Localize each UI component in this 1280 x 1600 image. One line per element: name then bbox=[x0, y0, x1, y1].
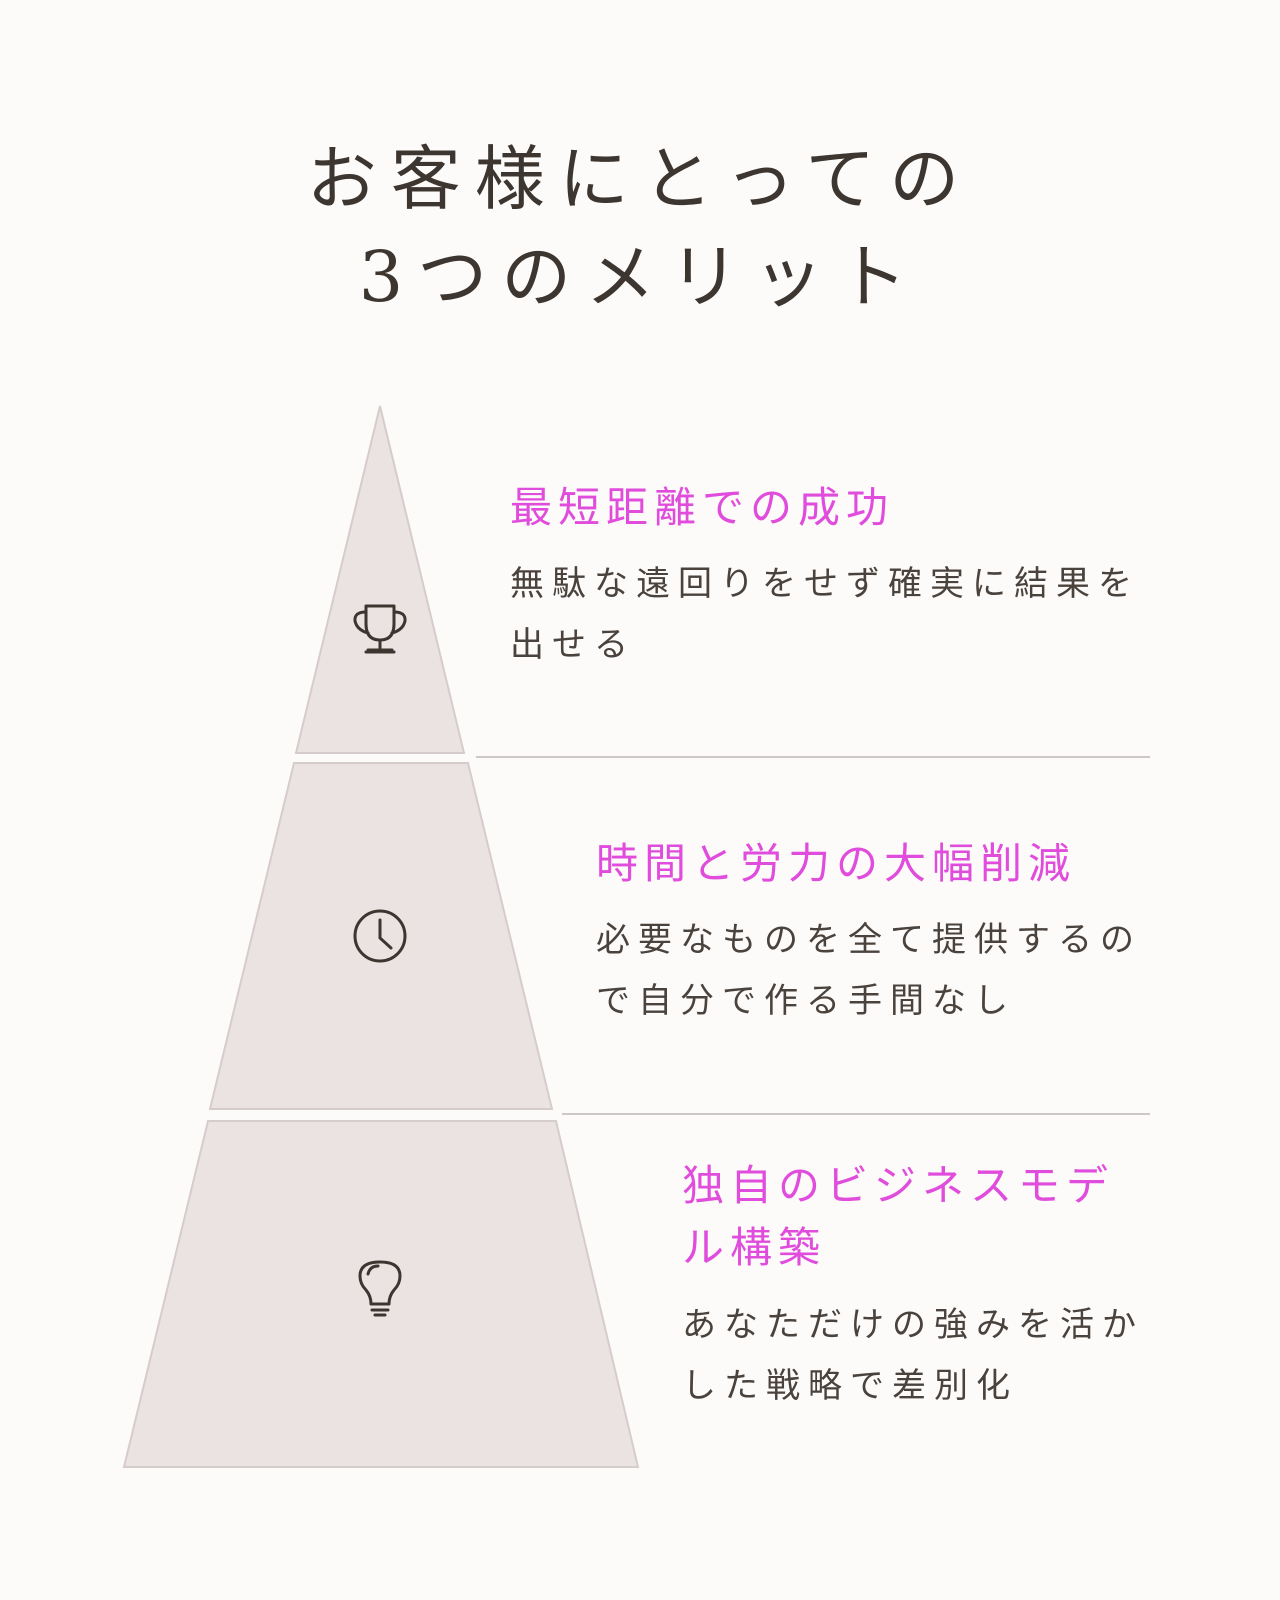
tier-3-title-line-1: 独自のビジネスモデ bbox=[682, 1161, 1115, 1210]
page-title-line-1: お客様にとっての bbox=[306, 138, 974, 220]
tier-3-desc-line-1: あなただけの強みを活か bbox=[682, 1305, 1144, 1345]
page-title-line-2: 3つのメリット bbox=[358, 236, 922, 318]
tier-1-desc-line-1: 無駄な遠回りをせず確実に結果を bbox=[510, 564, 1140, 604]
tier-1-desc-line-2: 出せる bbox=[510, 625, 636, 665]
pyramid-tier-1 bbox=[294, 405, 466, 754]
tier-1-title: 最短距離での成功 bbox=[510, 483, 895, 532]
trophy-icon bbox=[353, 604, 407, 654]
tier-3-title-line-2: ル構築 bbox=[682, 1223, 827, 1272]
tier-2-desc-line-2: で自分で作る手間なし bbox=[596, 981, 1016, 1021]
tier-2-desc-line-1: 必要なものを全て提供するの bbox=[596, 920, 1142, 960]
tier-3-desc-line-2: した戦略で差別化 bbox=[682, 1366, 1018, 1406]
pyramid-tier-3 bbox=[122, 1120, 640, 1468]
lightbulb-icon bbox=[358, 1260, 402, 1317]
tier-2-title: 時間と労力の大幅削減 bbox=[596, 839, 1077, 888]
clock-icon bbox=[353, 909, 407, 963]
